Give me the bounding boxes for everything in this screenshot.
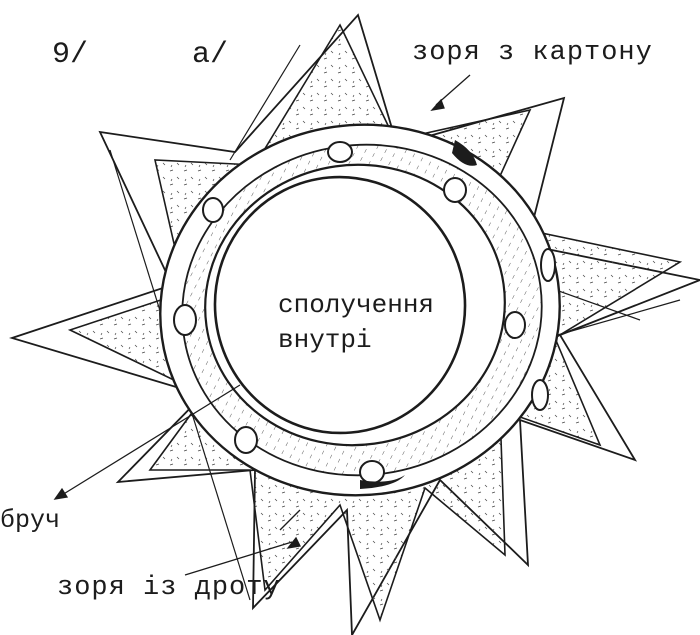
hoop-label: бруч [0, 506, 60, 535]
figure-letter: а/ [192, 38, 228, 72]
center-label-line2: внутрі [278, 325, 372, 355]
center-label-line1: сполучення [278, 290, 434, 320]
wire-star-label: зоря із дроту [57, 573, 281, 603]
figure-number: 9/ [52, 38, 88, 72]
cardboard-star-label: зоря з картону [412, 38, 653, 68]
